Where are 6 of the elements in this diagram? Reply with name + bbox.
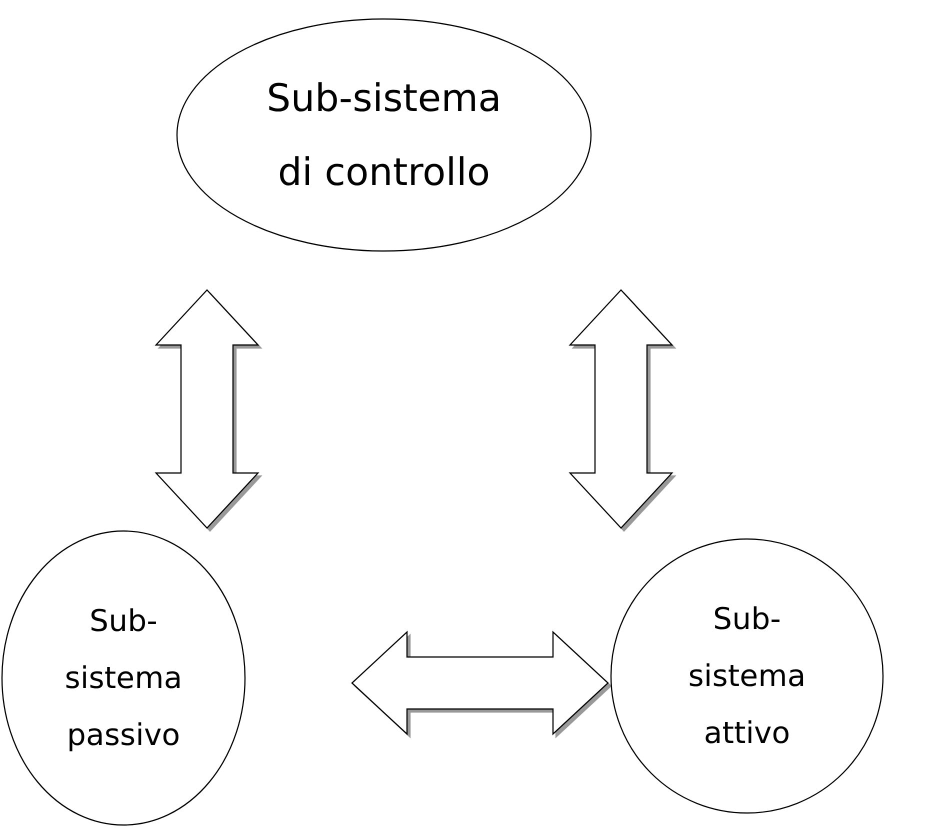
- node-label: Sub- sistema attivo: [687, 600, 807, 752]
- node-label: Sub- sistema passivo: [64, 602, 184, 754]
- double-arrow: [154, 289, 260, 529]
- double-arrow: [568, 289, 674, 529]
- node-label: Sub-sistema di controllo: [266, 74, 502, 196]
- double-arrow: [351, 630, 609, 736]
